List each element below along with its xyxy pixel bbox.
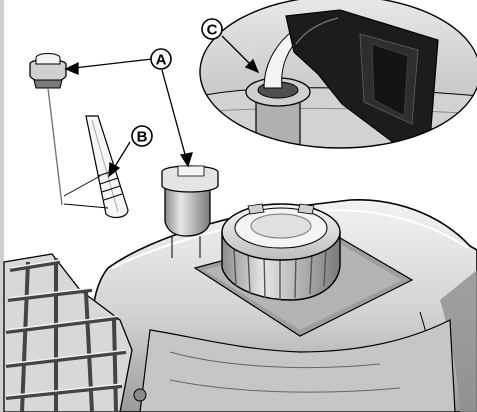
callout-b: B [131, 125, 153, 147]
air-cleaner-guard [3, 253, 133, 412]
removed-dipstick [29, 53, 67, 206]
left-frame-border [0, 0, 4, 412]
svg-text:A: A [156, 52, 167, 69]
leader-lines [64, 35, 260, 178]
svg-text:B: B [137, 129, 148, 146]
svg-text:C: C [207, 22, 218, 39]
oil-fill-detail-inset [199, 0, 477, 149]
oil-filler-cap-installed [161, 165, 219, 258]
crankcase [139, 319, 456, 412]
bolt [133, 388, 147, 402]
callout-c: C [201, 18, 223, 40]
dipstick-tip-magnified [63, 115, 129, 219]
callout-a: A [150, 48, 172, 70]
fuel-cap [221, 203, 341, 301]
